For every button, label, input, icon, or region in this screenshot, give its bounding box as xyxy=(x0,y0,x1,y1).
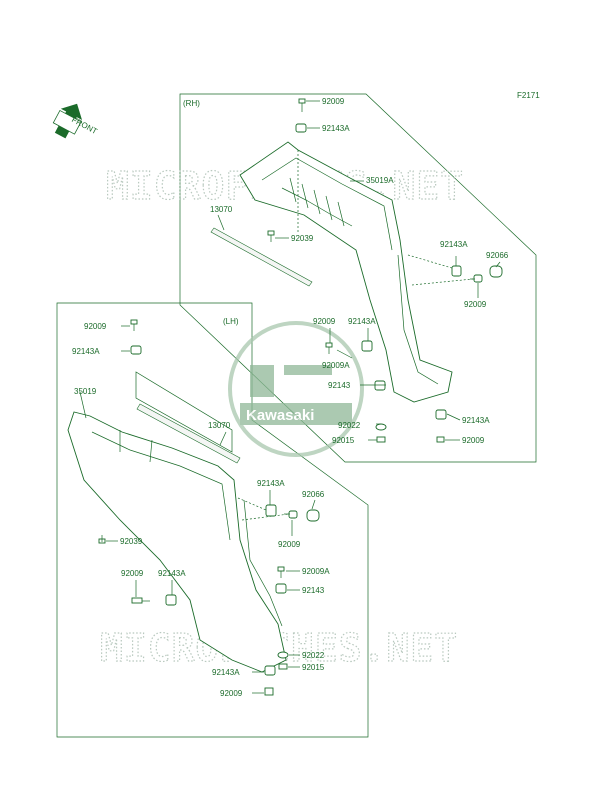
nut-icon xyxy=(451,265,462,277)
nut-icon xyxy=(130,345,142,355)
kawasaki-logo: Kawasaki xyxy=(228,321,364,457)
bolt-icon xyxy=(264,687,274,696)
callout-label: 92143A xyxy=(212,668,240,677)
rh-cover-35019a xyxy=(239,141,453,403)
rh-strip-13070 xyxy=(210,227,313,287)
callout-label: 35019A xyxy=(366,176,394,185)
nut-icon xyxy=(265,504,277,517)
callout-label: 92009 xyxy=(278,540,301,549)
nut-icon xyxy=(361,340,373,352)
callout-label: 92143A xyxy=(72,347,100,356)
bolt-icon xyxy=(277,566,285,578)
nut-icon xyxy=(264,665,276,676)
callout-label: 92143A xyxy=(322,124,350,133)
bolt-icon xyxy=(284,510,298,519)
callout-label: 92143A xyxy=(158,569,186,578)
nut-icon xyxy=(165,594,177,606)
lh-strip-13070 xyxy=(136,403,241,464)
callout-label: 92009A xyxy=(302,567,330,576)
callout-label: 92022 xyxy=(302,651,325,660)
callout-label: 92143 xyxy=(302,586,325,595)
cap-icon xyxy=(306,509,320,522)
callout-label: 92015 xyxy=(302,663,325,672)
diagram-code: F2171 xyxy=(517,91,540,100)
bolt-icon xyxy=(98,535,106,544)
callout-label: 92039 xyxy=(291,234,314,243)
bolt-icon xyxy=(131,597,150,604)
callout-label: 35019 xyxy=(74,387,97,396)
callout-label: 92022 xyxy=(338,421,361,430)
lh-label: (LH) xyxy=(223,317,239,326)
lh-cover-35019 xyxy=(67,411,287,673)
nut-icon xyxy=(435,409,447,420)
callout-label: 92009 xyxy=(313,317,336,326)
callout-label: 92015 xyxy=(332,436,355,445)
lh-parts xyxy=(67,319,320,696)
logo-text: Kawasaki xyxy=(246,407,314,424)
bolt-icon xyxy=(325,342,333,354)
callout-label: 92066 xyxy=(486,251,509,260)
washer-icon xyxy=(375,423,387,431)
callout-label: 92143 xyxy=(328,381,351,390)
callout-label: 92143A xyxy=(462,416,490,425)
front-arrow-icon xyxy=(52,103,83,139)
rh-parts xyxy=(210,98,503,443)
nut-icon xyxy=(275,583,287,594)
callout-label: 92009 xyxy=(84,322,107,331)
callout-label: 92143A xyxy=(257,479,285,488)
rh-callouts: 92009 92143A 35019A 13070 92039 92143A 9… xyxy=(210,97,509,445)
callout-label: 13070 xyxy=(208,421,231,430)
cap-icon xyxy=(489,265,503,278)
lh-callouts: 92009 92143A 35019 13070 92143A 92066 92… xyxy=(72,322,330,698)
callout-label: 92143A xyxy=(348,317,376,326)
lh-assembly-frame xyxy=(56,302,369,738)
rh-assembly-frame xyxy=(179,93,537,463)
callout-label: 92009 xyxy=(464,300,487,309)
rh-label: (RH) xyxy=(183,99,200,108)
bolt-icon xyxy=(298,98,306,112)
bolt-icon xyxy=(470,274,483,283)
callout-label: 92039 xyxy=(120,537,143,546)
bolt-icon xyxy=(267,230,275,242)
callout-label: 92066 xyxy=(302,490,325,499)
nut-icon xyxy=(374,380,386,391)
bolt-icon xyxy=(436,436,445,443)
bolt-icon xyxy=(130,319,138,331)
washer-icon xyxy=(277,651,289,659)
nut-icon xyxy=(295,123,307,133)
clip-icon xyxy=(376,436,386,443)
callout-label: 92143A xyxy=(440,240,468,249)
callout-label: 92009A xyxy=(322,361,350,370)
callout-label: 92009 xyxy=(220,689,243,698)
clip-icon xyxy=(278,663,288,670)
callout-label: 92009 xyxy=(322,97,345,106)
callout-label: 92009 xyxy=(121,569,144,578)
callout-label: 92009 xyxy=(462,436,485,445)
callout-label: 13070 xyxy=(210,205,233,214)
